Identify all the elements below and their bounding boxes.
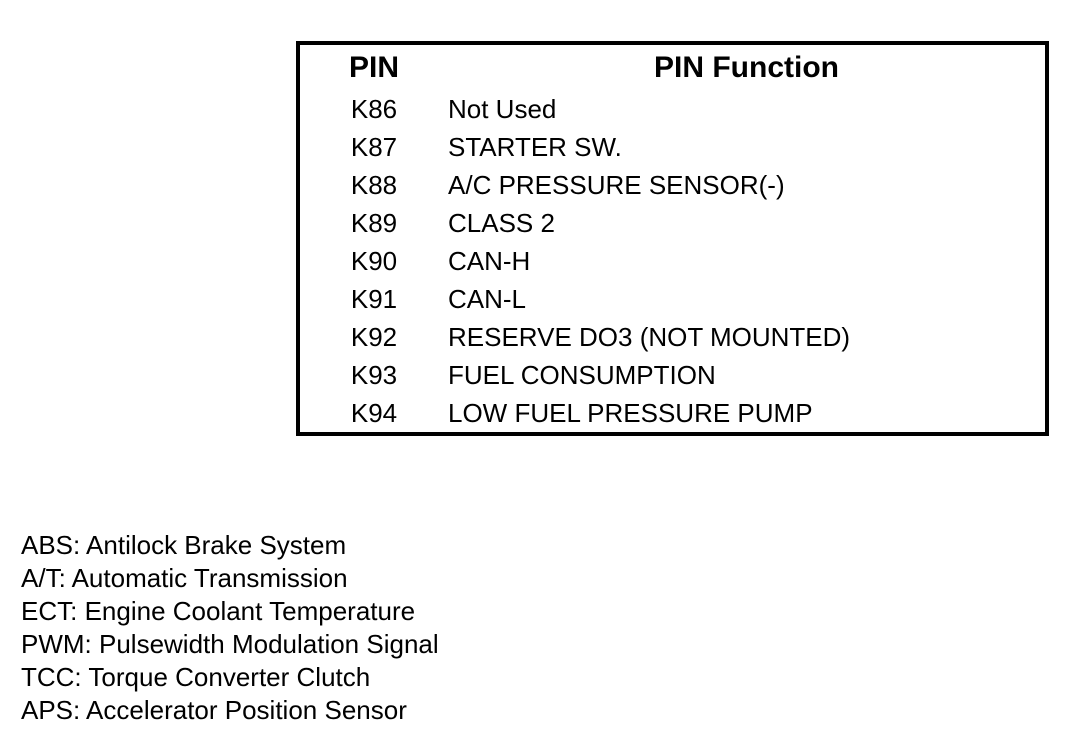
column-header-function: PIN Function	[654, 51, 839, 84]
pin-assignment-table: PIN PIN Function K86 Not Used K87 STARTE…	[296, 41, 1049, 436]
abbreviation-legend: ABS: Antilock Brake System A/T: Automati…	[21, 529, 581, 727]
legend-item: APS: Accelerator Position Sensor	[21, 695, 407, 725]
pin-id: K89	[350, 208, 398, 238]
legend-item: PWM: Pulsewidth Modulation Signal	[21, 629, 439, 659]
column-header-pin: PIN	[348, 51, 399, 84]
legend-item: ABS: Antilock Brake System	[21, 530, 347, 560]
pin-function-text: CLASS 2	[448, 208, 555, 238]
table-body: K86 Not Used K87 STARTER SW. K88 A/C PRE…	[300, 90, 1045, 432]
pin-function-text: FUEL CONSUMPTION	[448, 360, 716, 390]
table-header: PIN PIN Function	[300, 45, 1045, 90]
table-row: K91 CAN-L	[300, 280, 1045, 318]
legend-item: TCC: Torque Converter Clutch	[21, 662, 371, 692]
pin-id: K93	[350, 360, 398, 390]
pin-id: K90	[350, 246, 398, 276]
table-row: K86 Not Used	[300, 90, 1045, 128]
pin-id: K92	[350, 322, 398, 352]
pin-id: K86	[350, 94, 398, 124]
table-row: K94 LOW FUEL PRESSURE PUMP	[300, 394, 1045, 432]
table-row: K92 RESERVE DO3 (NOT MOUNTED)	[300, 318, 1045, 356]
pin-id: K87	[350, 132, 398, 162]
pin-id: K91	[350, 284, 398, 314]
pin-function-text: A/C PRESSURE SENSOR(-)	[448, 170, 785, 200]
pin-id: K88	[350, 170, 398, 200]
table-row: K88 A/C PRESSURE SENSOR(-)	[300, 166, 1045, 204]
table-row: K93 FUEL CONSUMPTION	[300, 356, 1045, 394]
pin-function-text: STARTER SW.	[448, 132, 622, 162]
legend-item: ECT: Engine Coolant Temperature	[21, 596, 416, 626]
table-row: K87 STARTER SW.	[300, 128, 1045, 166]
table-row: K89 CLASS 2	[300, 204, 1045, 242]
pin-table-grid: PIN PIN Function K86 Not Used K87 STARTE…	[300, 45, 1045, 432]
pin-id: K94	[350, 398, 398, 428]
table-row: K90 CAN-H	[300, 242, 1045, 280]
pin-function-text: Not Used	[448, 94, 557, 124]
pin-function-text: CAN-L	[448, 284, 527, 314]
pin-function-text: LOW FUEL PRESSURE PUMP	[448, 398, 813, 428]
legend-item: A/T: Automatic Transmission	[21, 563, 348, 593]
pin-function-text: CAN-H	[448, 246, 531, 276]
pin-function-text: RESERVE DO3 (NOT MOUNTED)	[448, 322, 851, 352]
table-header-row: PIN PIN Function	[300, 45, 1045, 90]
